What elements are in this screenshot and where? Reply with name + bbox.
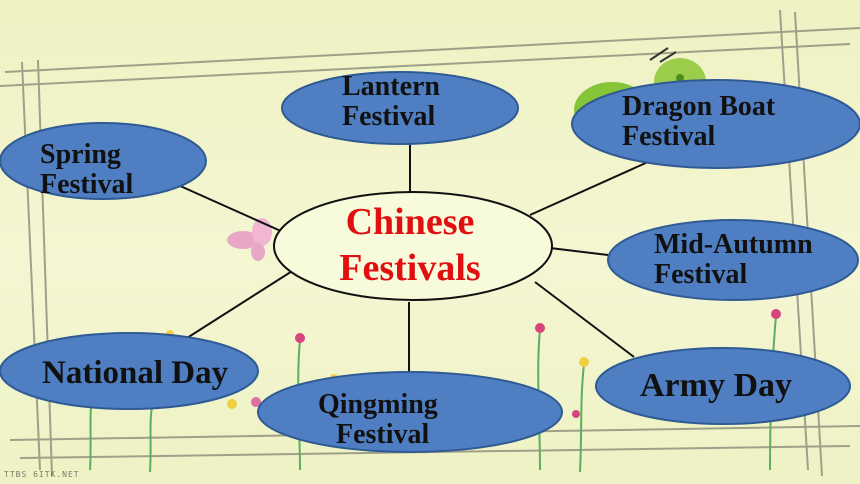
connector-lines [177,143,649,378]
center-label: Chinese Festivals [290,200,530,291]
node-mid-autumn [607,219,859,301]
connector-army [534,281,635,358]
label-national: National Day [42,355,229,392]
pink-butterfly-icon [227,218,272,261]
label-qingming: Qingming Festival [318,389,438,451]
label-spring-line1: Spring [40,139,121,170]
label-lantern: Lantern Festival [342,71,440,133]
label-army-line1: Army Day [640,367,793,404]
label-lantern-line2: Festival [342,101,436,133]
festival-nodes [0,71,860,453]
connector-mid-autumn [549,247,609,256]
node-lantern [281,71,519,145]
label-mid-autumn: Mid-Autumn Festival [654,229,813,291]
node-spring [0,122,207,200]
watermark-text: TTBS 6ITK.NET [4,470,80,479]
label-dragon-boat: Dragon Boat Festival [622,91,776,153]
label-dragon-boat-line1: Dragon Boat [622,91,776,122]
label-spring-line2: Festival [40,169,134,201]
label-qingming-line2: Festival [336,419,430,451]
label-mid-autumn-line1: Mid-Autumn [654,229,813,260]
connector-dragon-boat [529,161,649,216]
label-national-line1: National Day [42,355,229,391]
connector-national [186,267,298,339]
label-dragon-boat-line2: Festival [622,121,716,153]
node-qingming [257,371,563,453]
label-qingming-line1: Qingming [318,389,438,420]
label-mid-autumn-line2: Festival [654,259,748,291]
label-spring: Spring Festival [40,139,134,201]
node-national [0,332,259,410]
node-dragon-boat [571,79,860,169]
center-label-line2: Festivals [339,246,481,289]
node-army [595,347,851,425]
label-lantern-line1: Lantern [342,71,440,102]
center-node [273,191,553,301]
label-army: Army Day [640,367,793,405]
center-label-line1: Chinese [345,201,475,243]
connector-spring [177,184,284,233]
